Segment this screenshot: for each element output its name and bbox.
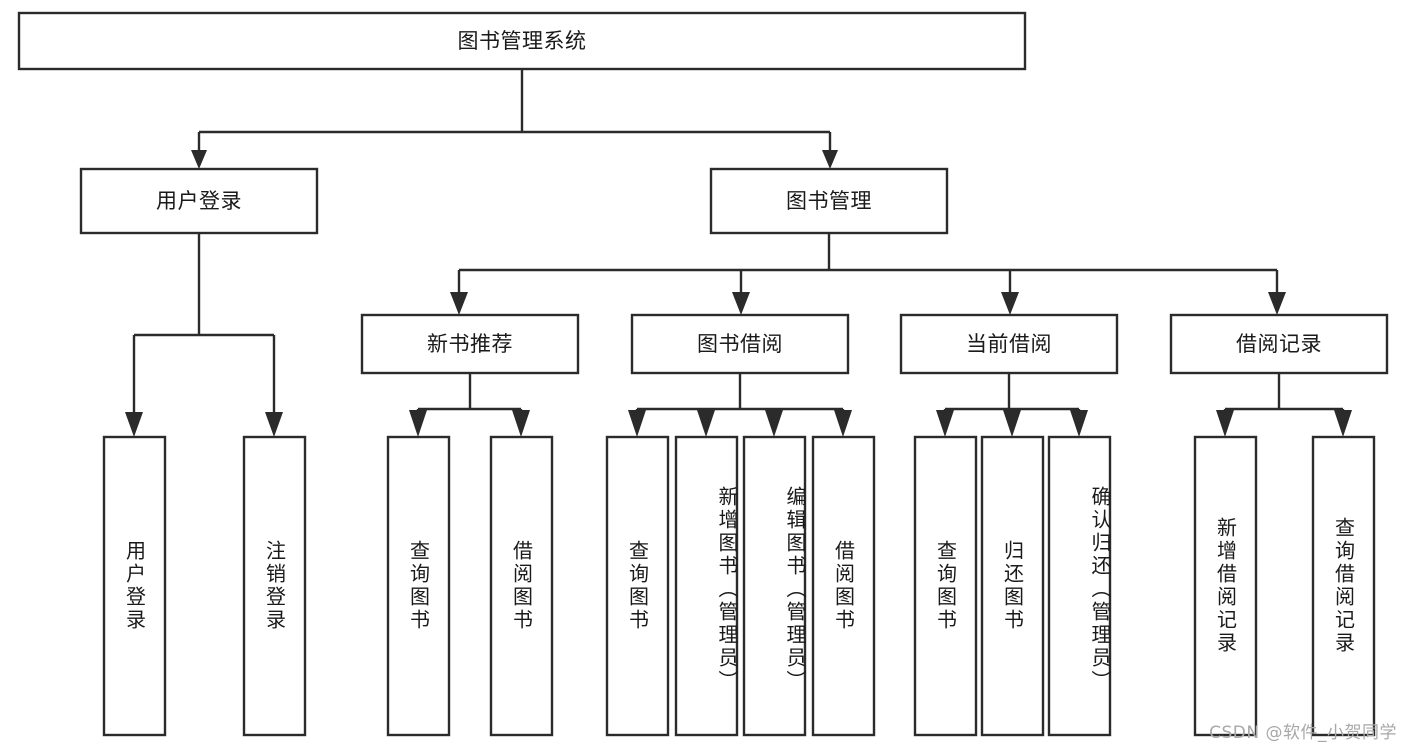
arrow-head-current-borrow-icon — [1001, 292, 1019, 315]
leaf-add-book-box[interactable] — [674, 435, 739, 737]
leaf-query-book-3-box[interactable] — [913, 435, 978, 737]
leaf-user-login-box[interactable] — [102, 435, 167, 737]
node-book-borrow[interactable]: 图书借阅 — [630, 313, 850, 375]
leaf-add-record-box[interactable] — [1193, 435, 1258, 737]
leaf-logout-login-box[interactable] — [242, 435, 307, 737]
arrow-head-leaf-query-book-1-icon — [409, 410, 427, 437]
leaf-query-book-1-box[interactable] — [386, 435, 451, 737]
arrow-head-leaf-confirm-return-icon — [1070, 410, 1088, 437]
node-root-label: 图书管理系统 — [458, 29, 587, 53]
node-new-book-recommend-box — [360, 313, 580, 375]
node-book-manage-box — [709, 167, 949, 235]
node-borrow-record[interactable]: 借阅记录 — [1169, 313, 1389, 375]
arrow-head-book-borrow-icon — [732, 292, 750, 315]
arrow-head-leaf-user-login-icon — [125, 412, 143, 437]
leaf-borrow-book-1-box[interactable] — [489, 435, 554, 737]
node-borrow-record-box — [1169, 313, 1389, 375]
node-root[interactable]: 图书管理系统 — [17, 11, 1027, 71]
arrow-head-leaf-query-record-icon — [1334, 410, 1352, 437]
arrow-head-new-book-recommend-icon — [450, 292, 468, 315]
leaf-borrow-book-2-box[interactable] — [811, 435, 876, 737]
node-borrow-record-label: 借阅记录 — [1236, 332, 1322, 356]
node-new-book-recommend[interactable]: 新书推荐 — [360, 313, 580, 375]
leaf-query-book-2-box[interactable] — [605, 435, 670, 737]
arrow-head-book-manage-icon — [822, 150, 838, 169]
leaf-confirm-return-box[interactable] — [1047, 435, 1112, 737]
arrow-head-borrow-record-icon — [1268, 292, 1286, 315]
arrow-head-leaf-edit-book-icon — [765, 410, 783, 437]
node-book-borrow-label: 图书借阅 — [697, 332, 783, 356]
node-new-book-recommend-label: 新书推荐 — [427, 332, 513, 356]
node-book-manage-label: 图书管理 — [786, 189, 872, 213]
arrow-head-leaf-add-record-icon — [1216, 410, 1234, 437]
leaf-return-book-box[interactable] — [980, 435, 1045, 737]
leaf-query-record-box[interactable] — [1311, 435, 1376, 737]
arrow-head-leaf-query-book-2-icon — [628, 410, 646, 437]
arrow-head-leaf-return-book-icon — [1003, 410, 1021, 437]
node-user-login[interactable]: 用户登录 — [79, 167, 319, 235]
leaf-edit-book-box[interactable] — [742, 435, 807, 737]
csdn-watermark: CSDN @软件_小贺同学 — [1209, 723, 1397, 743]
node-root-box — [17, 11, 1027, 71]
arrow-head-user-login-icon — [191, 150, 207, 169]
arrow-head-leaf-query-book-3-icon — [936, 410, 954, 437]
node-current-borrow-box — [899, 313, 1119, 375]
arrow-head-leaf-borrow-book-1-icon — [512, 410, 530, 437]
node-current-borrow-label: 当前借阅 — [966, 332, 1052, 356]
arrow-head-leaf-add-book-icon — [697, 410, 715, 437]
node-user-login-label: 用户登录 — [156, 189, 242, 213]
arrow-head-leaf-logout-login-icon — [265, 412, 283, 437]
node-current-borrow[interactable]: 当前借阅 — [899, 313, 1119, 375]
node-book-manage[interactable]: 图书管理 — [709, 167, 949, 235]
node-book-borrow-box — [630, 313, 850, 375]
arrow-head-leaf-borrow-book-2-icon — [834, 410, 852, 437]
